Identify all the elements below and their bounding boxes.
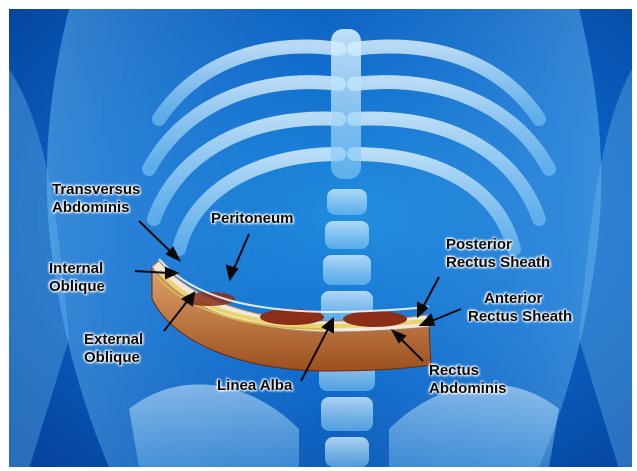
anatomy-illustration: Transversus Abdominis Peritoneum Interna… [9, 9, 632, 467]
label-external-oblique: External Oblique [84, 331, 143, 367]
label-anterior-line2: Rectus Sheath [468, 308, 572, 326]
label-internal-oblique: Internal Oblique [49, 260, 105, 296]
label-rectus-abdominis: Rectus Abdominis [429, 362, 507, 398]
label-posterior-line2: Rectus Sheath [446, 254, 550, 272]
label-rectus-line2: Abdominis [429, 380, 507, 398]
label-transversus-line2: Abdominis [52, 199, 140, 217]
label-posterior-rectus-sheath: Posterior Rectus Sheath [446, 236, 550, 272]
label-rectus-line1: Rectus [429, 362, 507, 380]
label-transversus-line1: Transversus [52, 181, 140, 199]
label-posterior-line1: Posterior [446, 236, 550, 254]
sternum [331, 29, 361, 179]
label-external-line1: External [84, 331, 143, 349]
label-transversus-abdominis: Transversus Abdominis [52, 181, 140, 217]
rectus-right-section [343, 311, 407, 327]
label-internal-line2: Oblique [49, 278, 105, 296]
label-peritoneum: Peritoneum [211, 210, 294, 228]
label-external-line2: Oblique [84, 349, 143, 367]
label-anterior-rectus-sheath: Anterior Rectus Sheath [468, 290, 572, 326]
label-anterior-line1: Anterior [468, 290, 572, 308]
label-internal-line1: Internal [49, 260, 105, 278]
label-linea-alba: Linea Alba [217, 377, 292, 395]
